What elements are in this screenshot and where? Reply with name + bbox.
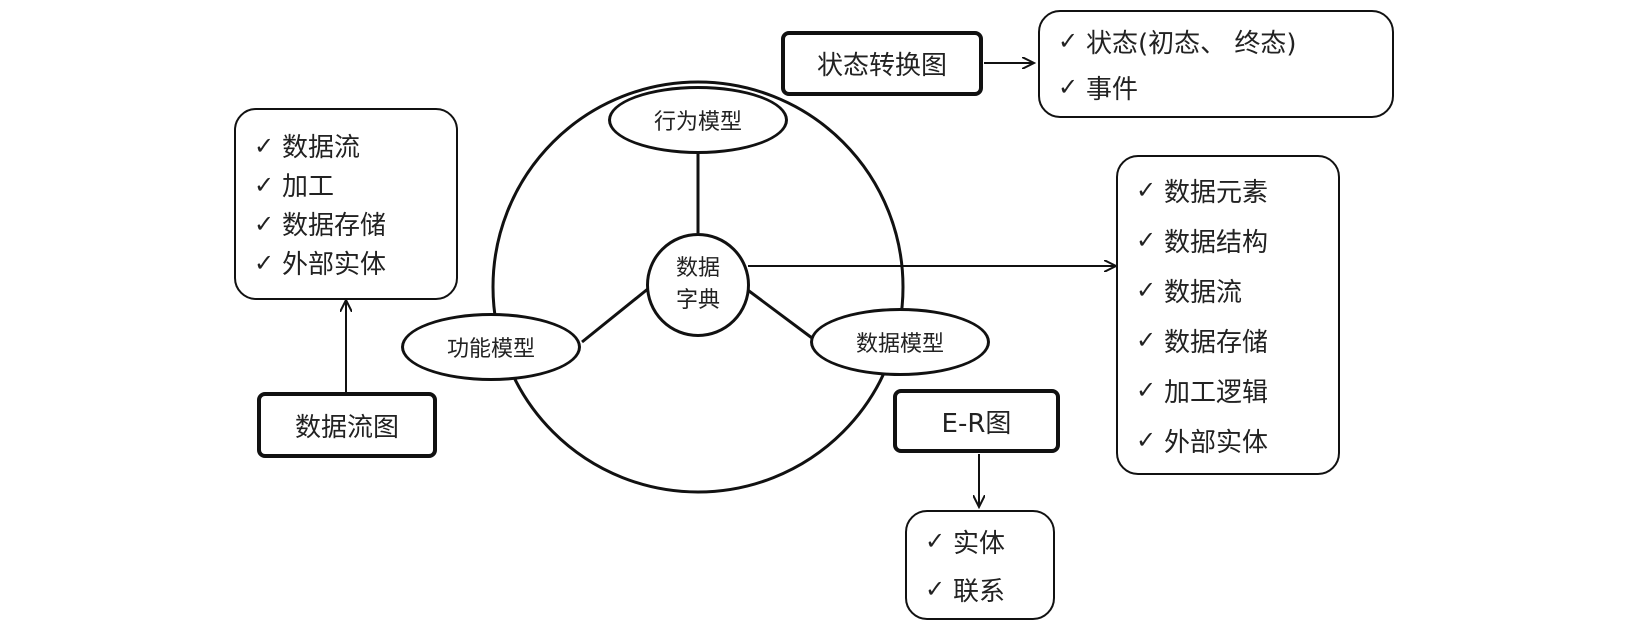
state-transition-list: ✓ 状态(初态、 终态) ✓ 事件 bbox=[1038, 10, 1394, 118]
check-icon: ✓ bbox=[1136, 226, 1157, 254]
check-icon: ✓ bbox=[1058, 73, 1079, 101]
list-item: ✓ 数据流 bbox=[254, 131, 361, 164]
data-model-node: 数据模型 bbox=[810, 308, 990, 376]
spoke-data bbox=[744, 286, 813, 340]
function-model-node: 功能模型 bbox=[401, 313, 581, 381]
data-dictionary-list: ✓ 数据元素 ✓ 数据结构 ✓ 数据流 ✓ 数据存储 ✓ 加工逻辑 ✓ 外部实体 bbox=[1116, 155, 1340, 475]
er-list: ✓ 实体 ✓ 联系 bbox=[905, 510, 1055, 620]
list-item: ✓ 加工逻辑 bbox=[1136, 376, 1269, 408]
check-icon: ✓ bbox=[254, 209, 275, 238]
check-icon: ✓ bbox=[1136, 176, 1157, 204]
list-item: ✓ 联系 bbox=[925, 575, 1006, 607]
state-transition-diagram-box: 状态转换图 bbox=[781, 31, 983, 96]
check-icon: ✓ bbox=[1136, 376, 1157, 404]
data-dictionary-line2: 字典 bbox=[675, 288, 720, 313]
list-item: ✓ 数据存储 bbox=[1136, 326, 1269, 358]
list-item: ✓ 事件 bbox=[1058, 73, 1139, 105]
list-item: ✓ 加工 bbox=[254, 170, 335, 203]
list-item: ✓ 外部实体 bbox=[1136, 426, 1269, 458]
list-item: ✓ 数据存储 bbox=[254, 209, 387, 242]
data-dictionary-node: 数据 字典 bbox=[646, 233, 750, 337]
check-icon: ✓ bbox=[1136, 276, 1157, 304]
data-dictionary-line1: 数据 bbox=[675, 256, 720, 281]
list-item: ✓ 实体 bbox=[925, 527, 1006, 559]
check-icon: ✓ bbox=[254, 131, 275, 160]
check-icon: ✓ bbox=[254, 248, 275, 277]
list-item: ✓ 外部实体 bbox=[254, 248, 387, 281]
outer-circle bbox=[491, 80, 905, 494]
check-icon: ✓ bbox=[1136, 426, 1157, 454]
check-icon: ✓ bbox=[254, 170, 275, 199]
check-icon: ✓ bbox=[1058, 27, 1079, 55]
check-icon: ✓ bbox=[1136, 326, 1157, 354]
data-flow-list: ✓ 数据流 ✓ 加工 ✓ 数据存储 ✓ 外部实体 bbox=[234, 108, 458, 300]
behavior-model-node: 行为模型 bbox=[608, 86, 788, 154]
list-item: ✓ 状态(初态、 终态) bbox=[1058, 27, 1297, 59]
er-diagram-box: E-R图 bbox=[893, 389, 1060, 453]
data-flow-diagram-box: 数据流图 bbox=[257, 392, 437, 458]
list-item: ✓ 数据元素 bbox=[1136, 176, 1269, 208]
list-item: ✓ 数据流 bbox=[1136, 276, 1243, 308]
spoke-function bbox=[581, 286, 650, 344]
list-item: ✓ 数据结构 bbox=[1136, 226, 1269, 258]
check-icon: ✓ bbox=[925, 527, 946, 555]
check-icon: ✓ bbox=[925, 575, 946, 603]
